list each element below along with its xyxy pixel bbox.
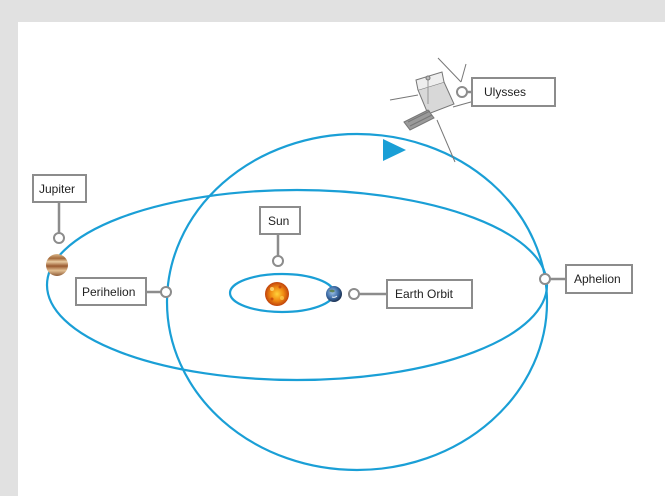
perihelion-label: Perihelion [82, 285, 135, 299]
earth-icon [326, 286, 342, 302]
perihelion-label-box: Perihelion [75, 277, 147, 306]
sun-icon [265, 282, 289, 306]
jupiter-label: Jupiter [39, 182, 75, 196]
ulysses-probe-icon [389, 57, 479, 163]
ulysses-label-box: Ulysses [471, 77, 556, 107]
sun-label-box: Sun [259, 206, 301, 235]
orbit-direction-arrow-icon [383, 139, 406, 161]
diagram-frame [18, 22, 665, 496]
sun-label: Sun [268, 214, 289, 228]
jupiter-icon [46, 254, 68, 276]
aphelion-label-box: Aphelion [565, 264, 633, 294]
aphelion-label: Aphelion [574, 272, 621, 286]
perihelion-connector [146, 286, 172, 298]
ulysses-label: Ulysses [484, 85, 526, 99]
aphelion-connector [539, 273, 566, 285]
earth-orbit-connector [348, 288, 387, 300]
jupiter-label-box: Jupiter [32, 174, 87, 203]
jupiter-connector [53, 202, 65, 244]
sun-connector [272, 234, 284, 267]
ulysses-orbit [165, 132, 549, 472]
ulysses-connector [456, 86, 472, 98]
earth-orbit-label-box: Earth Orbit [386, 279, 473, 309]
earth-orbit-label: Earth Orbit [395, 287, 454, 301]
